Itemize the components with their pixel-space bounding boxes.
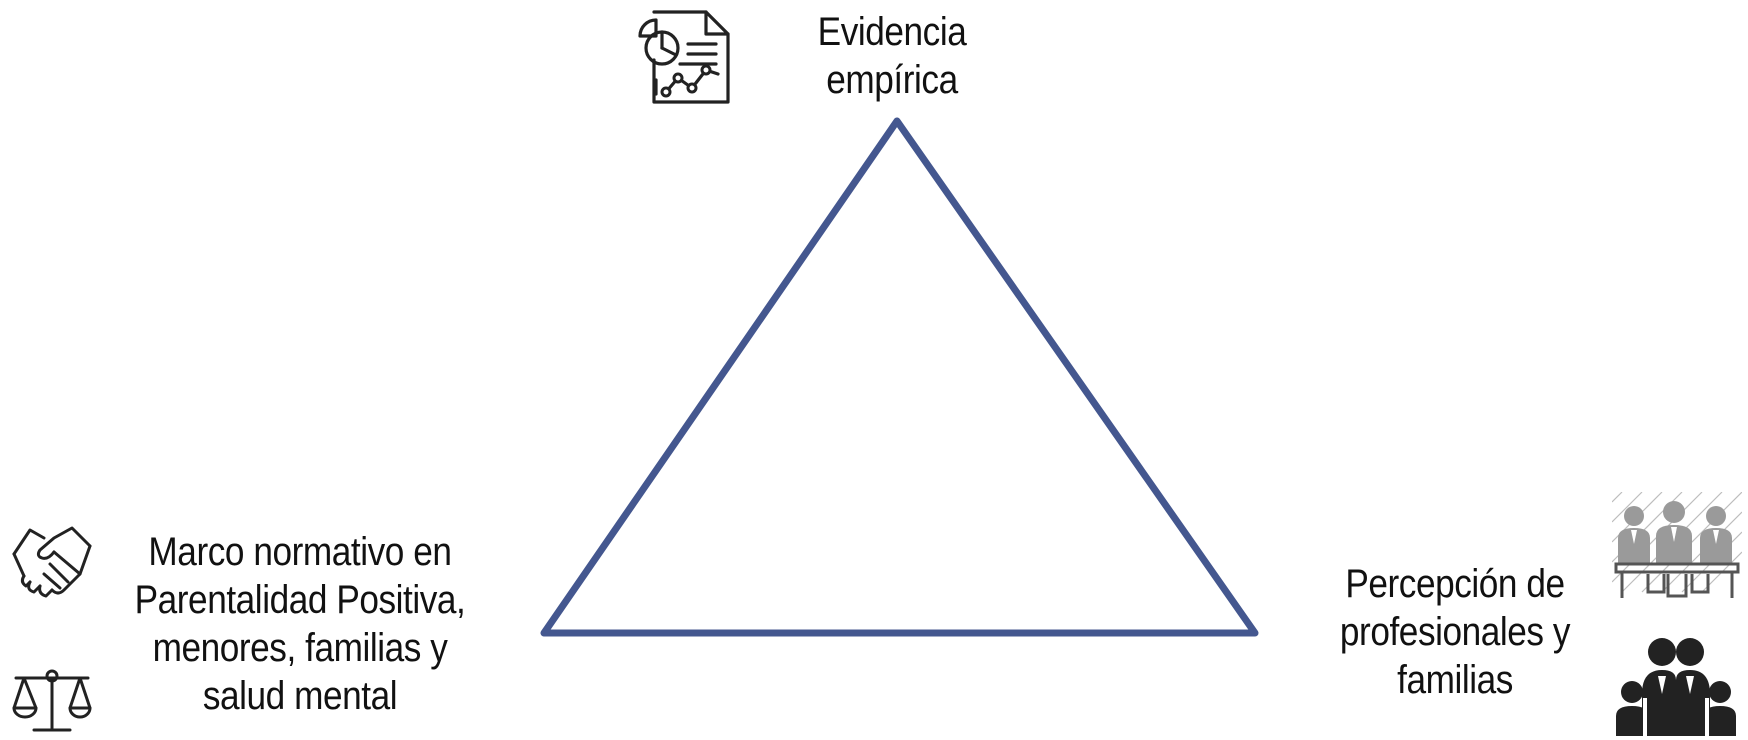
label-line: Percepción de [1345, 562, 1565, 606]
label-line: familias [1397, 658, 1513, 702]
triangle-outline [540, 117, 1259, 637]
handshake-icon [12, 526, 92, 598]
label-line: empírica [826, 58, 958, 102]
vertex-label-right: Percepción de profesionales y familias [1319, 560, 1592, 704]
label-line: Parentalidad Positiva, [134, 578, 466, 622]
label-line: profesionales y [1339, 610, 1571, 654]
label-line: menores, familias y [152, 626, 448, 670]
family-icon [1616, 638, 1736, 736]
vertex-label-top: Evidencia empírica [769, 8, 1015, 104]
label-line: Evidencia [817, 10, 967, 54]
report-chart-icon [638, 10, 730, 104]
meeting-people-icon [1612, 492, 1742, 598]
scales-icon [12, 669, 92, 732]
vertex-label-left: Marco normativo en Parentalidad Positiva… [124, 528, 476, 720]
label-line: salud mental [202, 674, 398, 718]
label-line: Marco normativo en [148, 530, 452, 574]
